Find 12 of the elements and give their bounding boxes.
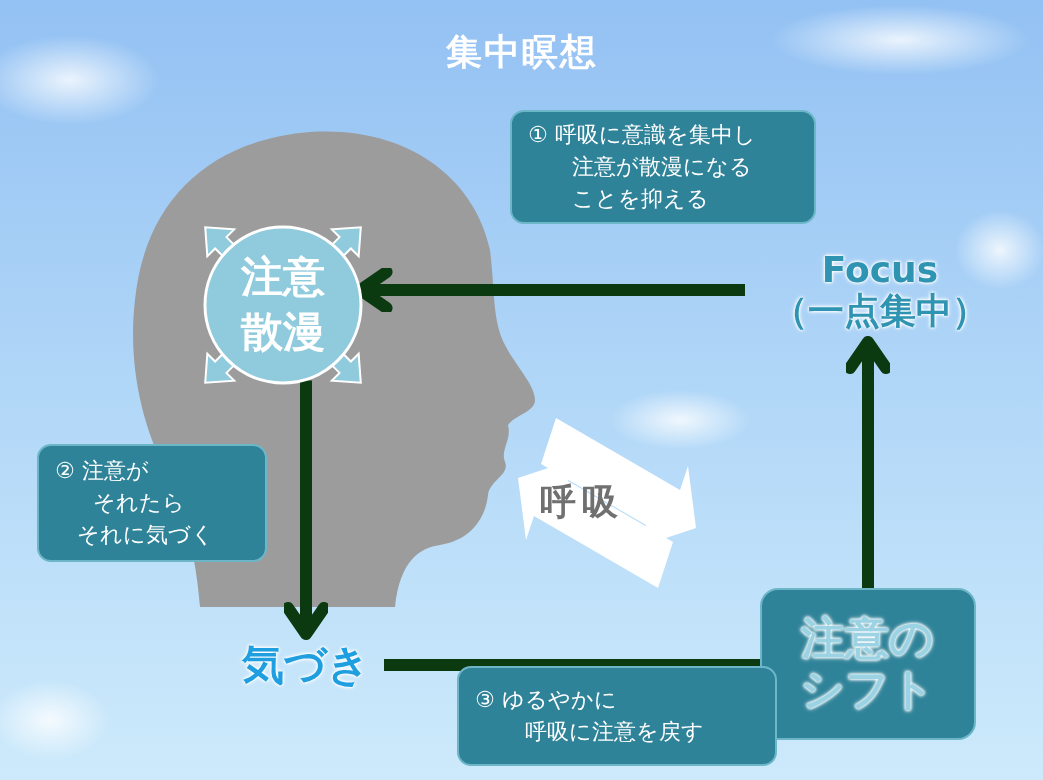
callout-box: ② 注意がそれたらそれに気づく <box>37 444 267 562</box>
process-box: 注意のシフト <box>760 588 976 740</box>
connector-line <box>384 659 760 671</box>
node-label: 注意散漫 <box>239 251 326 358</box>
arrow <box>282 380 330 640</box>
node-label: Focus （一点集中） <box>771 248 989 332</box>
callout-box: ③ ゆるやかに呼吸に注意を戻す <box>457 666 777 766</box>
arrow-label: 呼吸 <box>540 480 624 524</box>
callout-box: ① 呼吸に意識を集中し注意が散漫になることを抑える <box>510 110 816 224</box>
title: 集中瞑想 <box>444 30 599 74</box>
node-label: 気づき <box>242 640 370 690</box>
arrow <box>844 336 892 588</box>
